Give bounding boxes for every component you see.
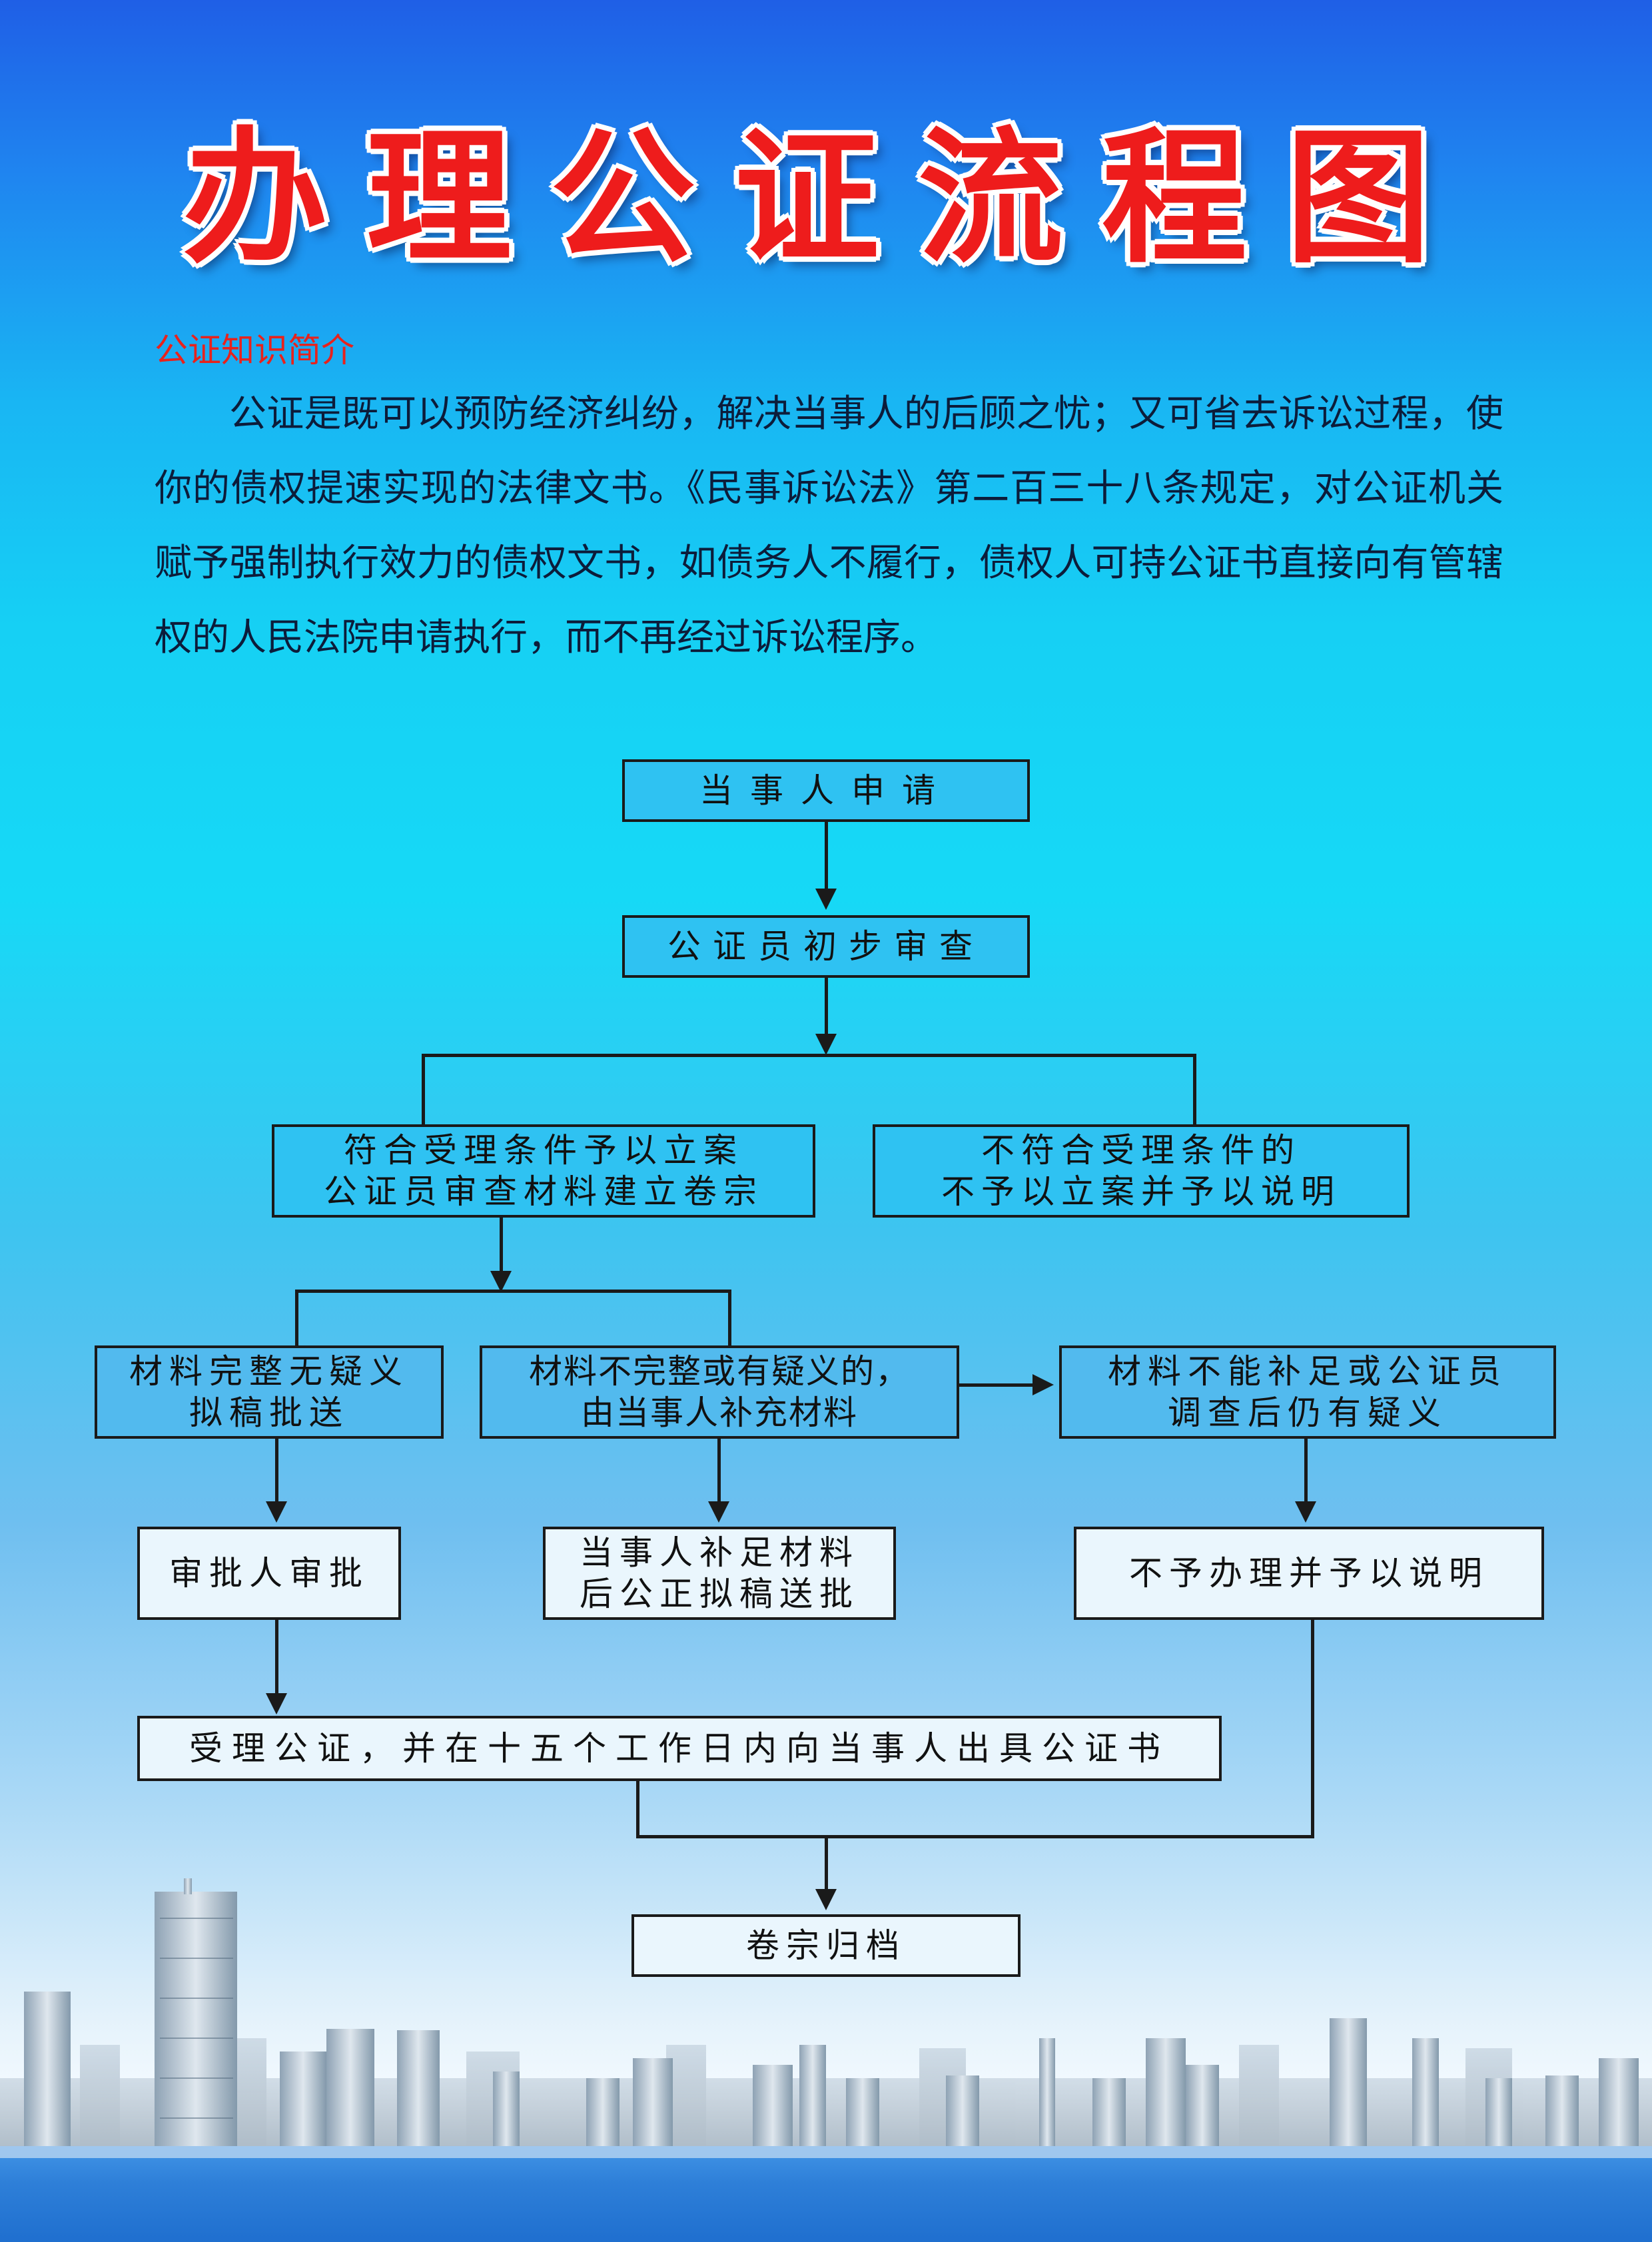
step-doubt-line2: 调查后仍有疑义 [1168, 1393, 1447, 1432]
arrow-down-icon [815, 1034, 837, 1055]
intro-text: 公证是既可以预防经济纠纷，解决当事人的后顾之忧；又可省去诉讼过程，使你的债权提速… [155, 392, 1503, 659]
connector-accept [500, 1218, 503, 1272]
branch-2-right-drop [728, 1290, 731, 1347]
step-issue-label: 受理公证，并在十五个工作日内向当事人出具公证书 [189, 1729, 1170, 1768]
step-incomplete-line1: 材料不完整或有疑义的， [529, 1352, 910, 1391]
step-refuse-label: 不予办理并予以说明 [1129, 1554, 1489, 1593]
step-doubt: 材料不能补足或公证员 调查后仍有疑义 [1059, 1345, 1556, 1439]
branch-2-left-drop [295, 1290, 298, 1347]
step-incomplete-line2: 由当事人补充材料 [581, 1393, 858, 1432]
branch-left-drop [422, 1054, 425, 1124]
branch-bar [422, 1054, 1196, 1057]
step-supplement: 当事人补足材料 后公正拟稿送批 [543, 1527, 896, 1620]
step-complete-line1: 材料完整无疑义 [129, 1352, 409, 1391]
step-reject: 不符合受理条件的 不予以立案并予以说明 [873, 1124, 1410, 1218]
arrow-down-icon [266, 1693, 287, 1714]
connector-approver [275, 1620, 278, 1694]
footer-stripe [0, 2146, 1652, 2159]
step-doubt-line1: 材料不能补足或公证员 [1108, 1352, 1507, 1391]
merge-issue-drop [636, 1781, 639, 1838]
footer-band [0, 2158, 1652, 2242]
connector-incomplete-doubt [959, 1383, 1032, 1387]
city-skyline-image [0, 1878, 1652, 2158]
step-approver: 审批人审批 [137, 1527, 401, 1620]
step-issue: 受理公证，并在十五个工作日内向当事人出具公证书 [137, 1716, 1222, 1781]
step-accept: 符合受理条件予以立案 公证员审查材料建立卷宗 [272, 1124, 815, 1218]
arrow-down-icon [815, 1889, 837, 1910]
arrow-down-icon [266, 1501, 287, 1523]
step-review: 公证员初步审查 [622, 915, 1030, 978]
connector-review [825, 978, 828, 1035]
arrow-right-icon [1032, 1374, 1054, 1395]
step-complete-line2: 拟稿批送 [189, 1393, 349, 1432]
arrow-down-icon [1295, 1501, 1316, 1523]
branch-right-drop [1193, 1054, 1196, 1124]
step-refuse: 不予办理并予以说明 [1074, 1527, 1544, 1620]
connector-incomplete [717, 1439, 721, 1503]
branch-bar-2 [295, 1290, 731, 1293]
connector-archive [825, 1838, 828, 1890]
intro-heading: 公证知识简介 [155, 331, 354, 370]
step-incomplete: 材料不完整或有疑义的， 由当事人补充材料 [480, 1345, 959, 1439]
step-archive: 卷宗归档 [631, 1914, 1021, 1977]
page-title: 办理公证流程图 [183, 115, 1469, 283]
step-supplement-line2: 后公正拟稿送批 [580, 1575, 859, 1613]
arrow-down-icon [815, 889, 837, 910]
step-apply-label: 当事人申请 [699, 771, 953, 810]
merge-bar [636, 1835, 1314, 1838]
connector-doubt [1304, 1439, 1308, 1503]
step-review-label: 公证员初步审查 [667, 927, 985, 966]
step-reject-line1: 不符合受理条件的 [981, 1131, 1301, 1170]
arrow-down-icon [708, 1501, 729, 1523]
step-complete: 材料完整无疑义 拟稿批送 [95, 1345, 444, 1439]
step-archive-label: 卷宗归档 [746, 1926, 906, 1965]
step-approver-label: 审批人审批 [169, 1554, 369, 1593]
step-supplement-line1: 当事人补足材料 [580, 1533, 859, 1572]
arrow-down-icon [490, 1271, 512, 1292]
step-apply: 当事人申请 [622, 759, 1030, 822]
step-reject-line2: 不予以立案并予以说明 [941, 1172, 1341, 1211]
merge-refuse-drop [1311, 1620, 1314, 1838]
connector-complete [275, 1439, 278, 1503]
step-accept-line1: 符合受理条件予以立案 [344, 1131, 743, 1170]
connector-apply-review [825, 822, 828, 889]
step-accept-line2: 公证员审查材料建立卷宗 [324, 1172, 763, 1211]
